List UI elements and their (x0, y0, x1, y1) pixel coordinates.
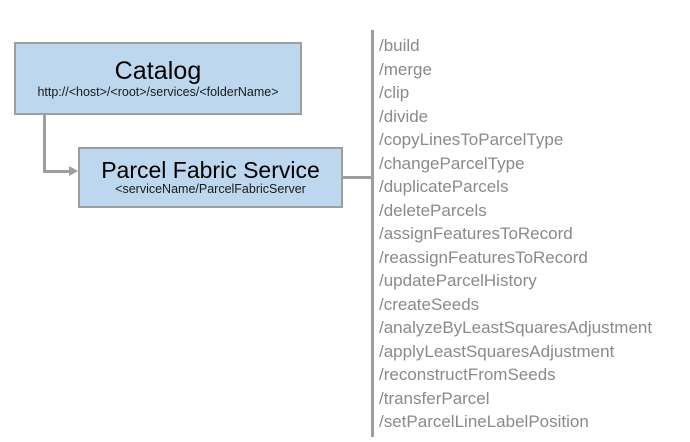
list-item[interactable]: /updateParcelHistory (379, 271, 537, 290)
list-item[interactable]: /merge (379, 59, 432, 79)
list-item[interactable]: /deleteParcels (379, 200, 487, 220)
catalog-node-url: http://<host>/<root>/services/<folderNam… (37, 84, 279, 99)
list-item[interactable]: /divide (379, 106, 429, 126)
list-item[interactable]: /reconstructFromSeeds (379, 365, 556, 384)
list-item[interactable]: /setParcelLineLabelPosition (379, 412, 589, 431)
catalog-to-service-arrow-icon (69, 166, 78, 176)
operations-list: /build /merge /clip /divide /copyLinesTo… (379, 34, 684, 434)
parcel-fabric-service-node[interactable]: Parcel Fabric Service <serviceName/Parce… (78, 147, 343, 208)
list-item[interactable]: /createSeeds (379, 294, 480, 314)
list-item[interactable]: /build (379, 36, 420, 55)
catalog-to-service-connector-vertical (43, 114, 46, 173)
operations-divider-line (371, 30, 374, 437)
list-item[interactable]: /clip (379, 83, 410, 102)
list-item[interactable]: /assignFeaturesToRecord (379, 224, 573, 243)
list-item[interactable]: /duplicateParcels (379, 177, 509, 196)
catalog-to-service-connector-horizontal (43, 170, 71, 173)
list-item[interactable]: /applyLeastSquaresAdjustment (379, 341, 615, 361)
parcel-fabric-service-node-path: <serviceName/ParcelFabricServer (115, 182, 306, 197)
catalog-node[interactable]: Catalog http://<host>/<root>/services/<f… (14, 42, 302, 115)
list-item[interactable]: /copyLinesToParcelType (379, 130, 564, 149)
list-item[interactable]: /reassignFeaturesToRecord (379, 247, 588, 267)
list-item[interactable]: /changeParcelType (379, 153, 525, 173)
list-item[interactable]: /transferParcel (379, 388, 490, 408)
catalog-node-title: Catalog (114, 56, 202, 85)
service-to-operations-connector (341, 176, 374, 179)
parcel-fabric-service-node-title: Parcel Fabric Service (101, 157, 320, 184)
list-item[interactable]: /analyzeByLeastSquaresAdjustment (379, 318, 653, 337)
